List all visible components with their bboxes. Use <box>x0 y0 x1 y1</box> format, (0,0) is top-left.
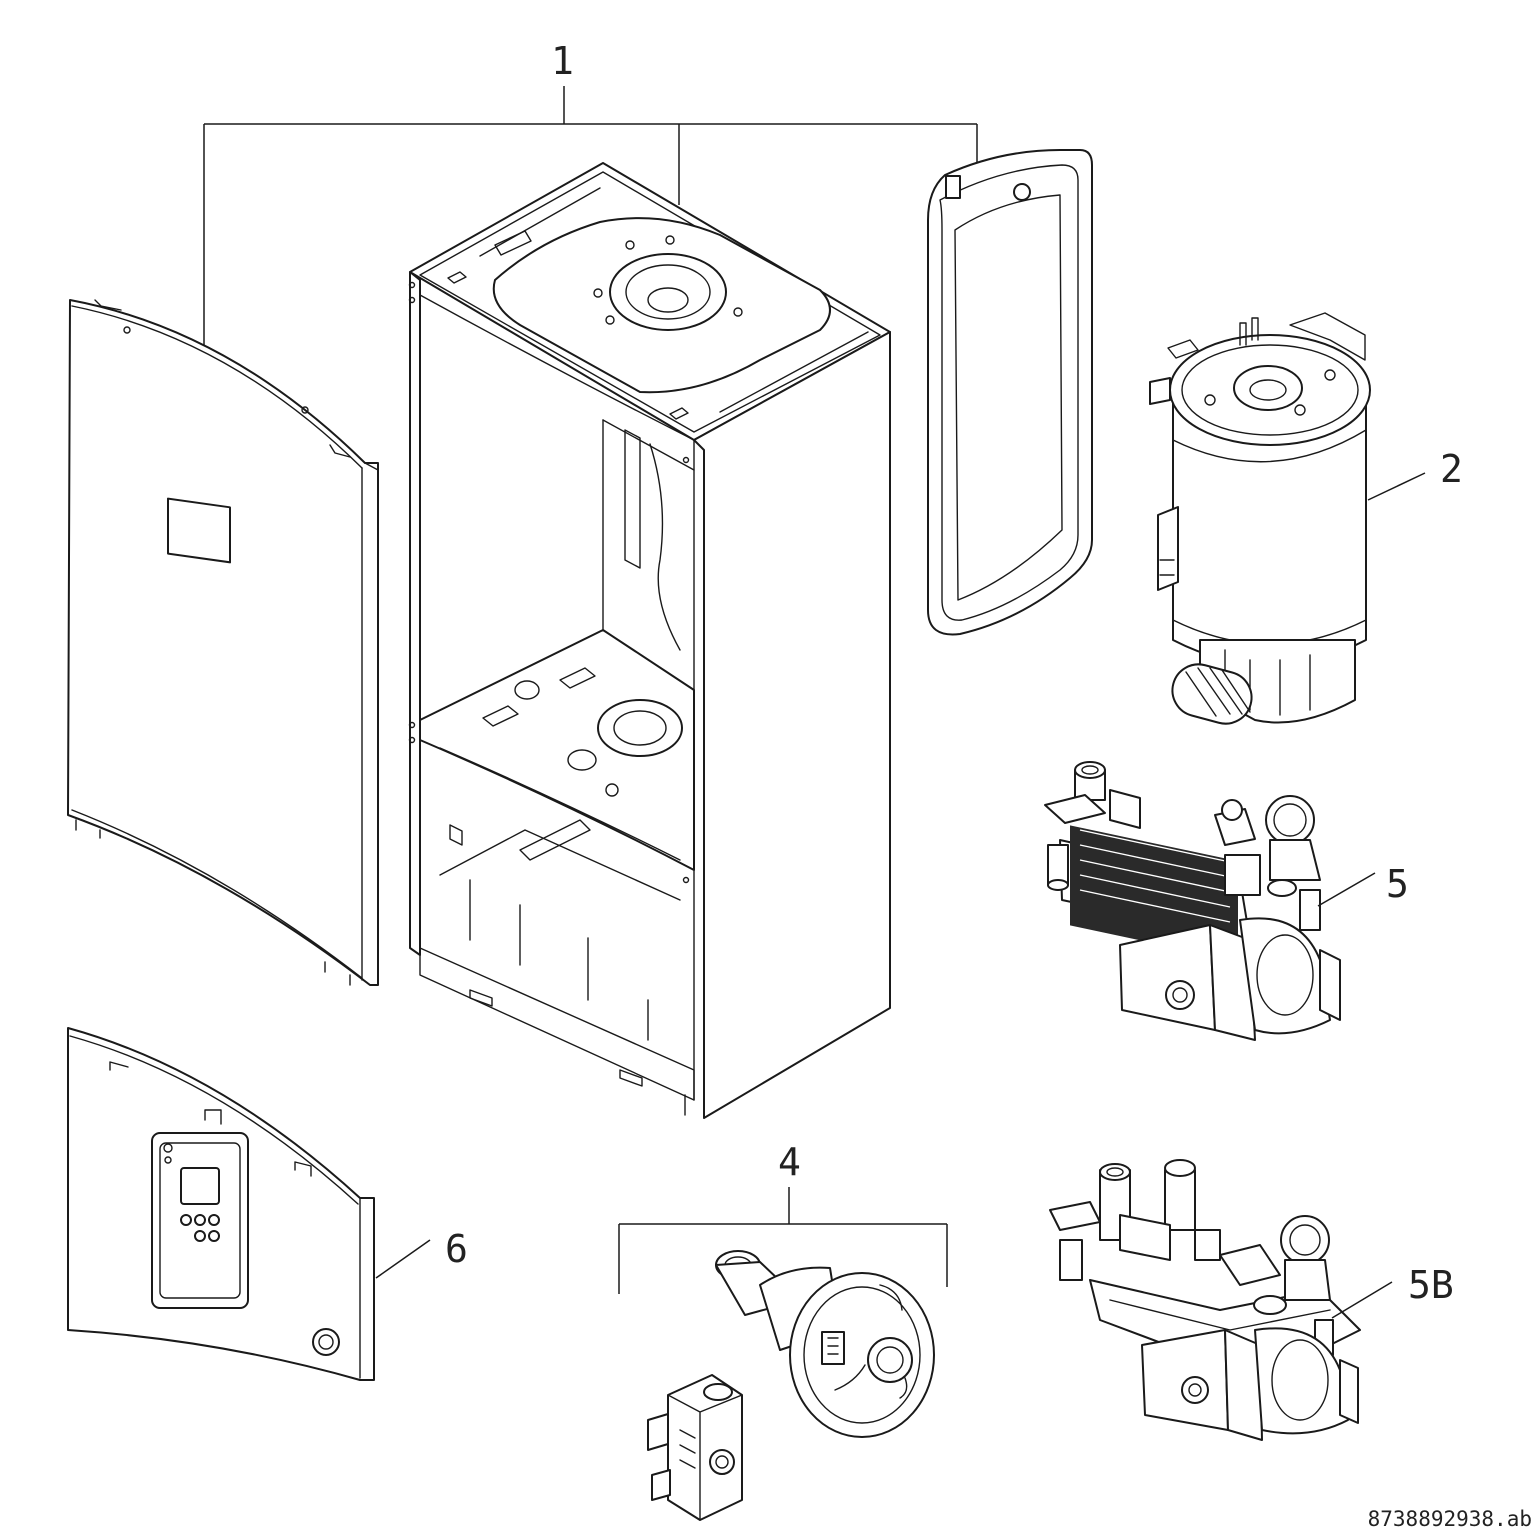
upper-front-panel <box>67 299 379 986</box>
burner-grille <box>1171 663 1253 725</box>
expansion-vessel <box>927 149 1093 636</box>
hydraulic-block-b <box>1049 1159 1361 1441</box>
circulating-pump <box>1119 924 1216 1031</box>
callout-1-group: 1 <box>203 39 978 378</box>
callout-label-1: 1 <box>551 39 574 83</box>
casing-frame <box>408 162 891 1119</box>
control-buttons <box>180 1214 220 1242</box>
burner-grille-hatch <box>1185 667 1251 717</box>
callout-label-2: 2 <box>1440 447 1463 491</box>
callout-label-5: 5 <box>1386 862 1409 906</box>
callout-4-group: 4 <box>618 1140 948 1294</box>
document-number: 8738892938.ab <box>1368 1507 1532 1531</box>
heat-exchanger <box>1149 312 1371 725</box>
vessel-valve <box>1013 183 1031 201</box>
bottom-tray <box>419 629 695 871</box>
callout-5-group: 5 <box>1317 862 1409 907</box>
callout-5b-group: 5B <box>1331 1263 1454 1319</box>
callout-4-leader <box>618 1187 948 1294</box>
callout-label-6: 6 <box>445 1227 468 1271</box>
lower-front-panel <box>67 1027 375 1381</box>
gas-valve <box>647 1374 743 1521</box>
upper-panel-label-slot <box>167 497 231 564</box>
callout-6-group: 6 <box>375 1227 468 1279</box>
callout-label-4: 4 <box>778 1140 801 1184</box>
display-screen <box>180 1167 220 1205</box>
power-button <box>312 1328 340 1356</box>
hydraulic-block <box>1044 761 1341 1041</box>
circulating-pump-b <box>1141 1329 1229 1431</box>
callout-2-group: 2 <box>1367 447 1463 501</box>
fan-connector <box>821 1331 845 1365</box>
callout-1-leader <box>203 86 978 378</box>
burner-fan <box>715 1250 935 1438</box>
callout-label-5b: 5B <box>1408 1263 1454 1307</box>
fan-outlet <box>867 1337 913 1383</box>
